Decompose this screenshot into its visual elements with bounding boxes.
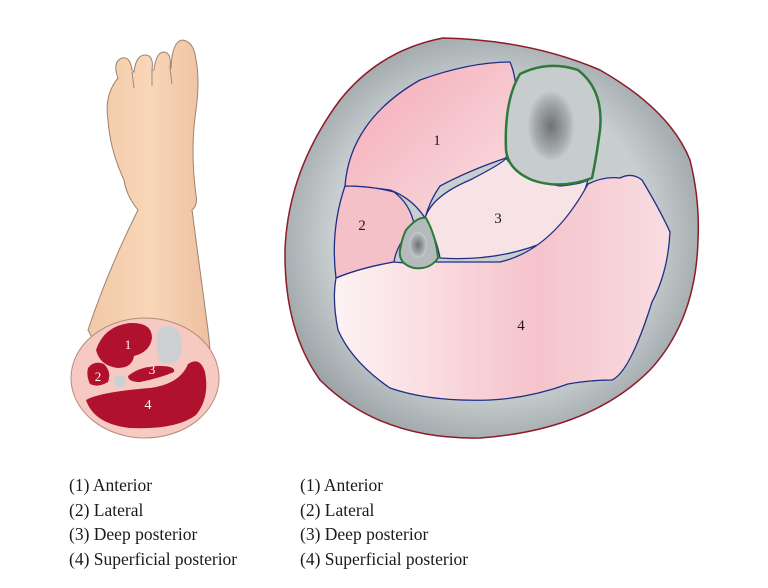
label-4: 4 [517, 318, 525, 334]
fibula-small [114, 375, 126, 387]
label-3-small: 3 [149, 362, 156, 377]
compartment-3-small [128, 366, 175, 382]
cross-section-enlarged: 1 2 3 4 [284, 37, 700, 439]
foot-shape [87, 39, 212, 393]
tibia-marrow [527, 90, 575, 162]
legend-item-superficial-posterior: (4) Superficial posterior [300, 548, 469, 569]
legend-item-lateral: (2) Lateral [69, 499, 144, 520]
compartment-2-small [87, 362, 110, 386]
fibula-marrow [409, 232, 427, 258]
label-4-small: 4 [145, 398, 152, 413]
legend-item-anterior: (1) Anterior [300, 475, 384, 495]
legend-left: (1) Anterior (2) Lateral (3) Deep poster… [69, 473, 237, 571]
compartment-1-small [96, 322, 152, 368]
legend-item-anterior: (1) Anterior [69, 475, 153, 495]
compartment-4-small [86, 361, 207, 429]
label-3: 3 [494, 211, 502, 227]
compartment-4 [333, 174, 671, 401]
legend-item-superficial-posterior: (4) Superficial posterior [69, 548, 238, 569]
legend-item-lateral: (2) Lateral [300, 499, 375, 520]
label-1: 1 [433, 133, 441, 149]
leg-illustration: 1 2 3 4 [70, 39, 220, 439]
legend-item-deep-posterior: (3) Deep posterior [69, 524, 198, 544]
compartment-2 [333, 185, 415, 279]
label-1-small: 1 [125, 337, 132, 352]
tibia-small [156, 326, 182, 364]
label-2: 2 [358, 218, 366, 234]
legend-right: (1) Anterior (2) Lateral (3) Deep poster… [300, 473, 468, 571]
label-2-small: 2 [95, 369, 102, 384]
legend-item-deep-posterior: (3) Deep posterior [300, 524, 429, 544]
